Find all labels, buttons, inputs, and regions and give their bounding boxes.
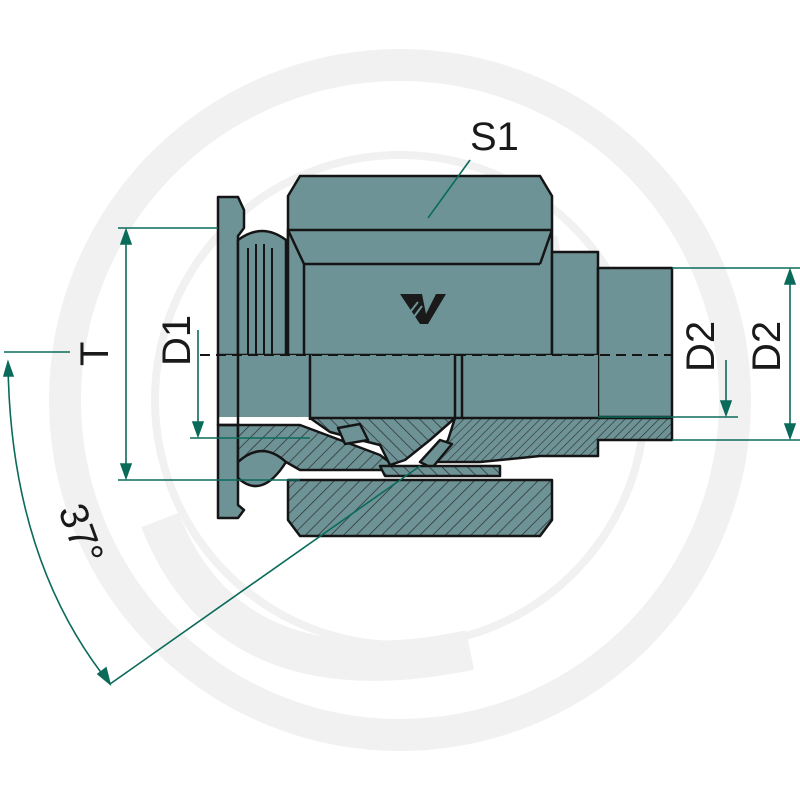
angle-leader xyxy=(109,465,421,685)
hex-nut-section xyxy=(286,478,554,538)
label-d1: D1 xyxy=(155,315,199,366)
body-section xyxy=(216,423,402,472)
inner-bore xyxy=(378,464,502,478)
label-s1: S1 xyxy=(470,115,519,159)
nut-step xyxy=(550,250,600,357)
fitting-section-view xyxy=(216,416,674,538)
center-body xyxy=(218,355,598,417)
dimension-lines xyxy=(2,159,800,687)
tube xyxy=(596,266,674,419)
label-t: T xyxy=(73,342,117,366)
leader-s1 xyxy=(427,159,471,219)
angle-arc xyxy=(7,361,111,685)
label-d2-inner: D2 xyxy=(679,321,723,372)
thread-lines xyxy=(247,244,273,355)
fitting-external-view xyxy=(200,174,674,425)
hex-nut-upper xyxy=(286,174,554,357)
label-d2-outer: D2 xyxy=(745,321,789,372)
ring-detail xyxy=(336,422,370,446)
brand-v-logo-icon xyxy=(400,294,446,324)
neck-upper xyxy=(236,229,288,357)
